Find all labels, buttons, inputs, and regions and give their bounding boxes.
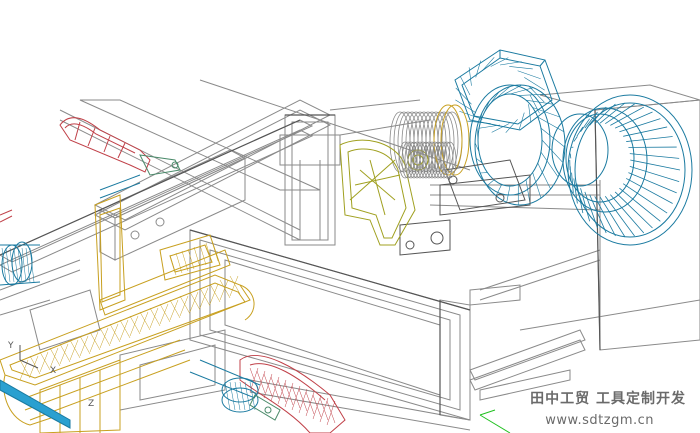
ucs-axis-indicator	[19, 345, 511, 433]
linkage-pieces	[139, 154, 281, 421]
axis-label-z: Z	[88, 399, 94, 409]
axis-label-y: Y	[7, 341, 14, 351]
watermark-url: www.sdtzgm.cn	[545, 413, 654, 428]
watermark-company: 田中工贸 工具定制开发	[530, 391, 686, 407]
crank-bracket	[339, 139, 429, 246]
red-mesh	[249, 367, 336, 426]
gripper-mesh	[19, 240, 241, 381]
cyan-rods	[0, 174, 261, 413]
cyan-bar	[0, 379, 71, 429]
axis-label-x: X	[50, 366, 56, 376]
gripper-assembly	[0, 194, 255, 433]
coupling-mesh	[455, 57, 566, 205]
shaft-collar	[433, 104, 470, 176]
red-clamp-lever	[0, 117, 346, 433]
gear-pinion	[398, 141, 457, 179]
frame-dark-edges	[0, 109, 601, 415]
cyan-rod-mesh	[1, 247, 256, 411]
knob-knurling	[569, 102, 681, 238]
